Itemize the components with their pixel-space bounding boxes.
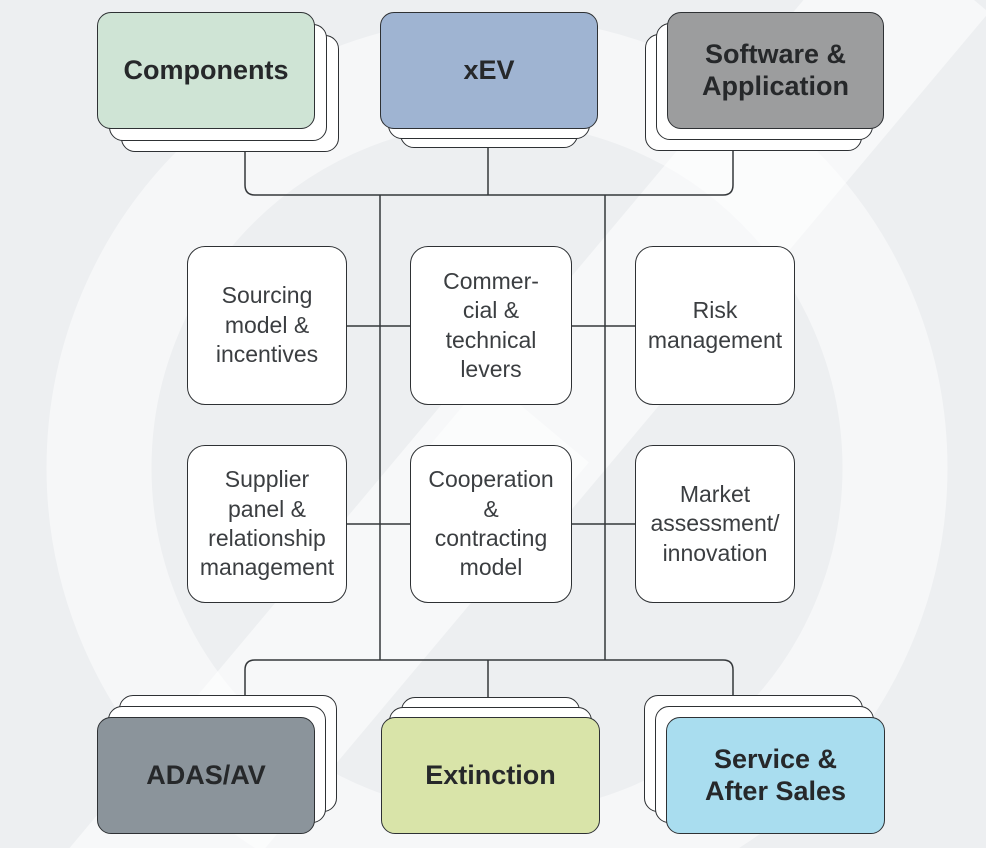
node-extinction-label: Extinction: [425, 759, 556, 790]
node-service-after-sales: Service & After Sales: [666, 717, 885, 834]
node-risk-management: Risk management: [635, 246, 795, 405]
middle-row-connectors: [347, 325, 635, 525]
node-risk-management-label: Risk management: [647, 297, 783, 353]
node-components-label: Components: [123, 54, 289, 85]
node-software-application-label: Software & Application: [702, 38, 849, 101]
node-market-assessment-innovation: Market assessment/ innovation: [635, 445, 795, 603]
node-sourcing-model-incentives: Sourcing model & incentives: [187, 246, 347, 405]
node-adas-av-label: ADAS/AV: [146, 759, 266, 790]
node-supplier-panel-relationship-management: Supplier panel & relationship management: [187, 445, 347, 603]
node-software-application: Software & Application: [667, 12, 884, 129]
node-cooperation-contracting-model-label: Cooperation & contracting model: [428, 466, 554, 581]
node-sourcing-model-incentives-label: Sourcing model & incentives: [215, 282, 319, 368]
node-xev: xEV: [380, 12, 598, 129]
node-extinction: Extinction: [381, 717, 600, 834]
top-bus-connector: [244, 145, 734, 196]
node-components: Components: [97, 12, 315, 129]
bottom-bus-connector: [244, 659, 734, 710]
node-cooperation-contracting-model: Cooperation & contracting model: [410, 445, 572, 603]
node-supplier-panel-relationship-management-label: Supplier panel & relationship management: [199, 466, 335, 581]
node-market-assessment-innovation-label: Market assessment/ innovation: [650, 480, 780, 566]
node-commercial-technical-levers-label: Commer- cial & technical levers: [443, 267, 539, 382]
node-adas-av: ADAS/AV: [97, 717, 315, 834]
node-commercial-technical-levers: Commer- cial & technical levers: [410, 246, 572, 405]
node-service-after-sales-label: Service & After Sales: [704, 743, 847, 806]
node-xev-label: xEV: [463, 54, 515, 85]
